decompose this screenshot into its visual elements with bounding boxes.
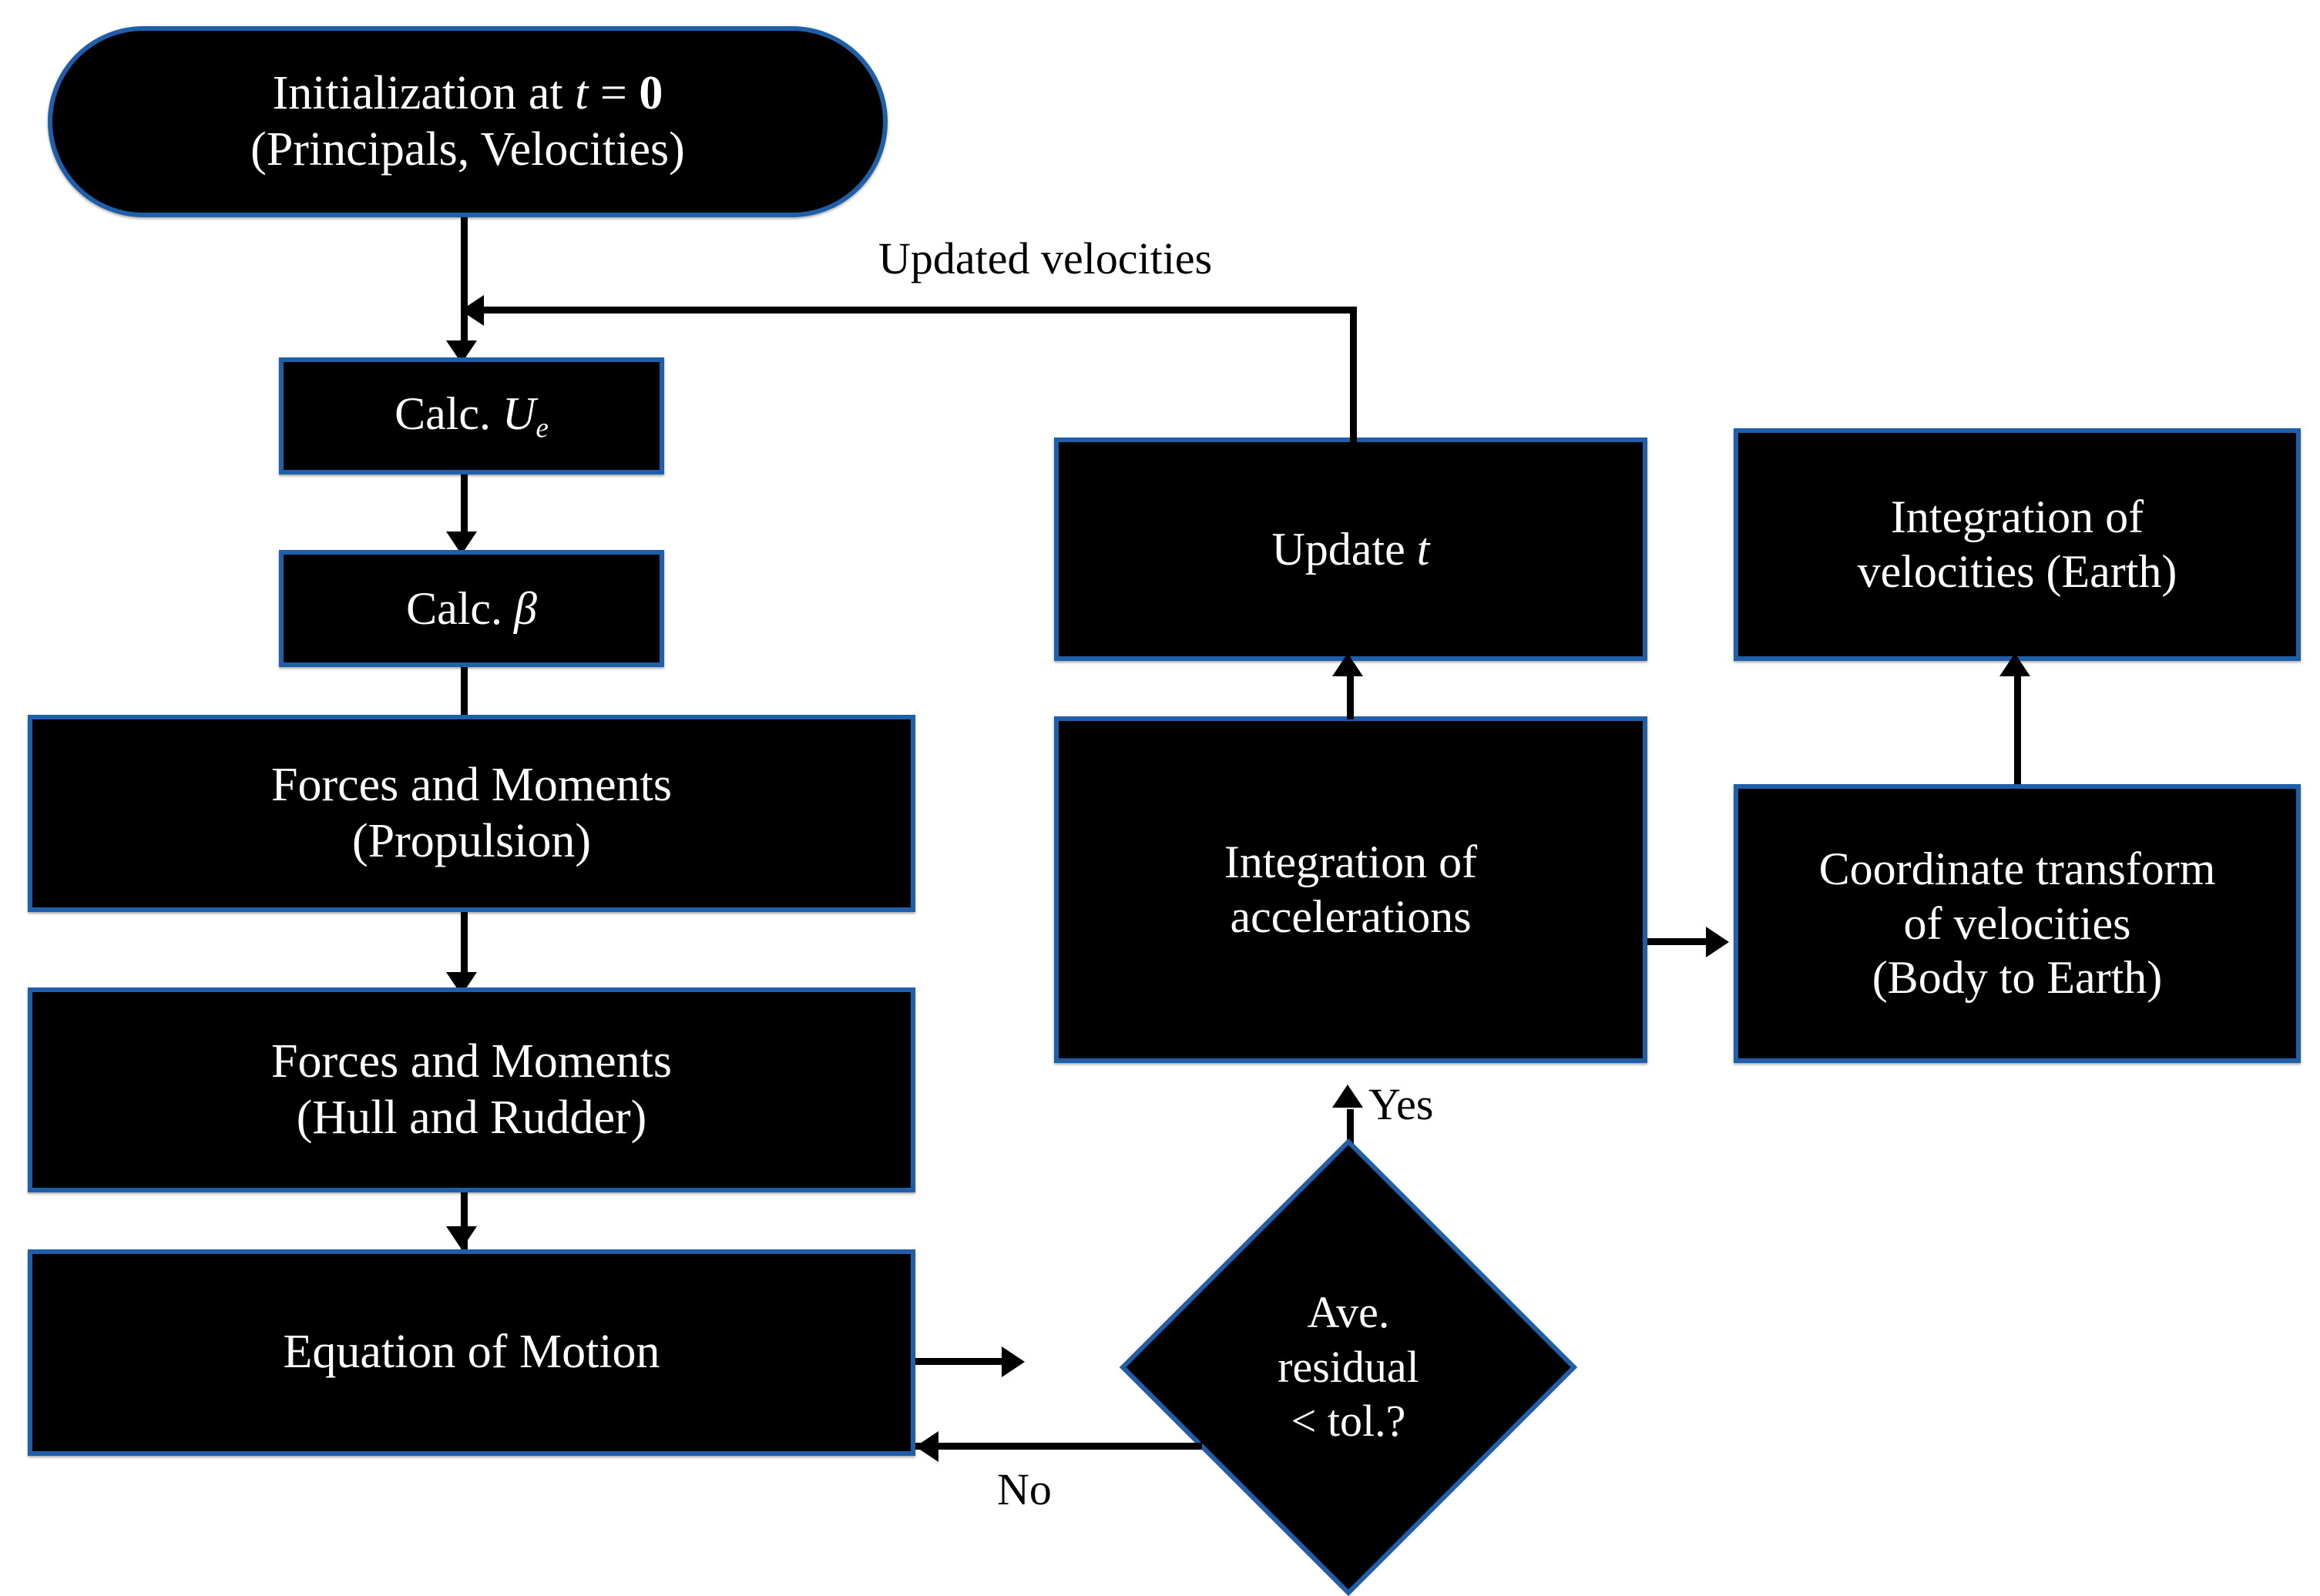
forces-propulsion-line2: (Propulsion) — [352, 815, 591, 867]
connector-intaccel-to-updatet — [1347, 672, 1354, 719]
node-integration-accelerations-text: Integration of accelerations — [1059, 835, 1643, 944]
connector-decision-no-to-eom — [915, 1443, 1202, 1450]
connector-intaccel-to-coordtransform — [1647, 938, 1711, 945]
connector-start-to-calcue — [461, 217, 468, 348]
arrowhead-decision-to-intaccel — [1332, 1085, 1363, 1108]
node-calc-beta[interactable]: Calc. β — [279, 550, 664, 667]
forces-hull-rudder-line1: Forces and Moments — [270, 1034, 673, 1088]
node-calc-ue-text: Calc. Ue — [284, 387, 660, 445]
calc-ue-prefix: Calc. — [395, 387, 503, 439]
node-update-t[interactable]: Update t — [1054, 438, 1647, 661]
arrowhead-forceshull-to-eom — [446, 1226, 477, 1249]
forces-hull-rudder-line2: (Hull and Rudder) — [296, 1091, 647, 1144]
forces-propulsion-line1: Forces and Moments — [270, 758, 673, 811]
node-initialization[interactable]: Initialization at t = 0 (Principals, Vel… — [48, 26, 888, 217]
connector-forcesprop-to-forceshull — [461, 912, 468, 981]
node-equation-of-motion[interactable]: Equation of Motion — [28, 1249, 915, 1456]
edge-label-updated-velocities: Updated velocities — [878, 233, 1213, 283]
connector-eom-to-decision — [915, 1358, 1006, 1365]
integration-accelerations-line1: Integration of — [1224, 837, 1478, 888]
equation-of-motion-line1: Equation of Motion — [283, 1326, 660, 1379]
node-equation-of-motion-text: Equation of Motion — [32, 1324, 911, 1380]
connector-coordtransform-to-intvel — [2014, 672, 2021, 787]
node-initialization-text: Initialization at t = 0 (Principals, Vel… — [52, 65, 883, 178]
calc-beta-symbol: β — [514, 582, 537, 634]
connector-updatet-feedback-vertical — [1350, 307, 1357, 442]
integration-velocities-line2: velocities (Earth) — [1857, 546, 2177, 597]
node-integration-velocities[interactable]: Integration of velocities (Earth) — [1734, 428, 2301, 661]
node-calc-ue[interactable]: Calc. Ue — [279, 357, 664, 474]
arrowhead-coordtransform-to-intvel — [1999, 653, 2030, 676]
node-integration-velocities-text: Integration of velocities (Earth) — [1738, 490, 2296, 599]
node-initialization-line2: (Principals, Velocities) — [250, 123, 685, 176]
connector-updatet-feedback-horizontal — [484, 307, 1354, 314]
calc-ue-subscript: e — [536, 412, 549, 444]
calc-ue-symbol: U — [502, 387, 536, 439]
node-coordinate-transform[interactable]: Coordinate transform of velocities (Body… — [1734, 784, 2301, 1063]
init-value: 0 — [639, 66, 663, 119]
coordinate-transform-line2: of velocities — [1903, 897, 2131, 949]
connector-forceshull-to-eom — [461, 1192, 468, 1254]
arrowhead-intaccel-to-coordtransform — [1706, 927, 1729, 957]
update-t-symbol: t — [1416, 523, 1430, 575]
connector-calcue-to-calcbeta — [461, 474, 468, 538]
node-forces-propulsion-text: Forces and Moments (Propulsion) — [32, 757, 911, 870]
init-prefix: Initialization at — [272, 66, 576, 119]
integration-accelerations-line2: accelerations — [1230, 891, 1472, 942]
node-forces-propulsion[interactable]: Forces and Moments (Propulsion) — [28, 715, 915, 912]
init-variable: t — [575, 66, 589, 119]
integration-velocities-line1: Integration of — [1890, 491, 2144, 543]
node-coordinate-transform-text: Coordinate transform of velocities (Body… — [1738, 842, 2296, 1005]
node-forces-hull-rudder-text: Forces and Moments (Hull and Rudder) — [32, 1034, 911, 1146]
init-equals: = — [588, 66, 640, 119]
node-integration-accelerations[interactable]: Integration of accelerations — [1054, 716, 1647, 1063]
calc-beta-prefix: Calc. — [406, 582, 515, 634]
arrowhead-feedback-to-mainline — [461, 295, 484, 326]
node-forces-hull-rudder[interactable]: Forces and Moments (Hull and Rudder) — [28, 987, 915, 1192]
node-calc-beta-text: Calc. β — [284, 582, 660, 636]
connector-calcbeta-to-forcesprop — [461, 667, 468, 730]
arrowhead-eom-to-decision — [1002, 1346, 1025, 1377]
coordinate-transform-line3: (Body to Earth) — [1872, 952, 2163, 1004]
edge-label-yes: Yes — [1368, 1079, 1434, 1129]
arrowhead-decision-no-to-eom — [915, 1431, 938, 1462]
node-initialization-line1: Initialization at t = 0 — [63, 65, 872, 122]
coordinate-transform-line1: Coordinate transform — [1818, 843, 2216, 894]
node-update-t-text: Update t — [1059, 522, 1643, 577]
update-t-prefix: Update — [1271, 523, 1417, 575]
node-decision-residual[interactable] — [1120, 1138, 1577, 1596]
edge-label-no: No — [997, 1464, 1052, 1514]
flowchart-canvas: Initialization at t = 0 (Principals, Vel… — [28, 26, 2301, 1596]
arrowhead-intaccel-to-updatet — [1332, 653, 1363, 676]
